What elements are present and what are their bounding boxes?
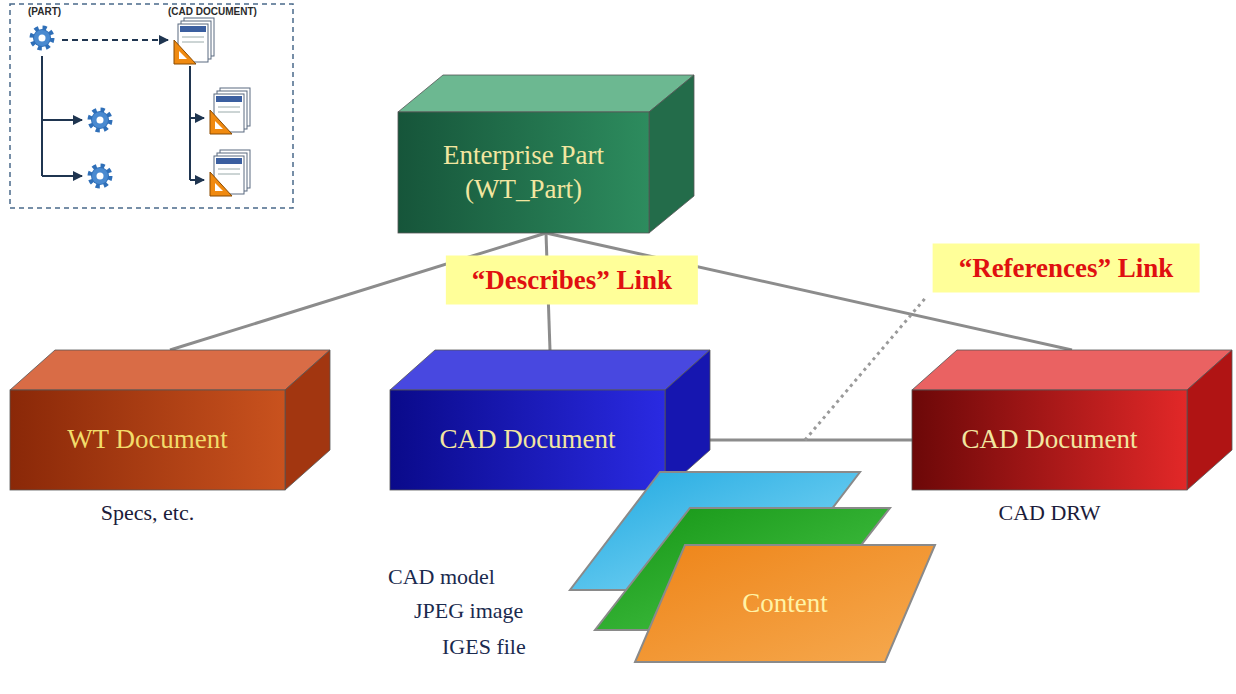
box3d-shape <box>10 350 330 490</box>
box-face: CAD Document <box>912 390 1187 490</box>
box-face: WT Document <box>10 390 285 490</box>
box-side-face <box>285 350 330 490</box>
content-type-label: IGES file <box>442 634 526 660</box>
content-sheet: Content <box>635 545 935 662</box>
box-face: Content <box>675 545 895 662</box>
link-label: “Describes” Link <box>446 256 698 305</box>
link-line <box>710 439 912 442</box>
box3d-shape <box>912 350 1232 490</box>
cad-drawing-box: CAD DocumentCAD DRW <box>912 350 1232 490</box>
box3d-shape <box>390 350 710 490</box>
box-front-face <box>10 390 285 490</box>
link-label: “References” Link <box>933 244 1200 293</box>
iges-file-sheet <box>635 545 935 662</box>
cad-document-box: CAD Document <box>390 350 710 490</box>
inset-label: (PART) <box>28 6 61 17</box>
box-title: Content <box>742 587 828 621</box>
box-side-face <box>665 350 710 490</box>
box-caption: Specs, etc. <box>10 500 285 526</box>
box-caption: CAD DRW <box>912 500 1187 526</box>
part-box: Enterprise Part (WT_Part) <box>398 75 694 233</box>
document-box: WT DocumentSpecs, etc. <box>10 350 330 490</box>
box-face: CAD Document <box>390 390 665 490</box>
box-title: WT Document <box>67 423 228 457</box>
box-top-face <box>10 350 330 390</box>
box-front-face <box>912 390 1187 490</box>
box-title: CAD Document <box>961 423 1137 457</box>
box-top-face <box>912 350 1232 390</box>
content-type-label: JPEG image <box>414 598 523 624</box>
content-type-label: CAD model <box>388 564 495 590</box>
box-side-face <box>1187 350 1232 490</box>
box-title: Enterprise Part (WT_Part) <box>408 139 639 207</box>
leader-line <box>805 297 927 441</box>
inset-label: (CAD DOCUMENT) <box>168 6 257 17</box>
box-top-face <box>398 75 694 112</box>
box-front-face <box>398 112 649 233</box>
box-face: Enterprise Part (WT_Part) <box>398 112 649 233</box>
box-side-face <box>649 75 694 233</box>
box-front-face <box>390 390 665 490</box>
box-top-face <box>390 350 710 390</box>
box-title: CAD Document <box>439 423 615 457</box>
